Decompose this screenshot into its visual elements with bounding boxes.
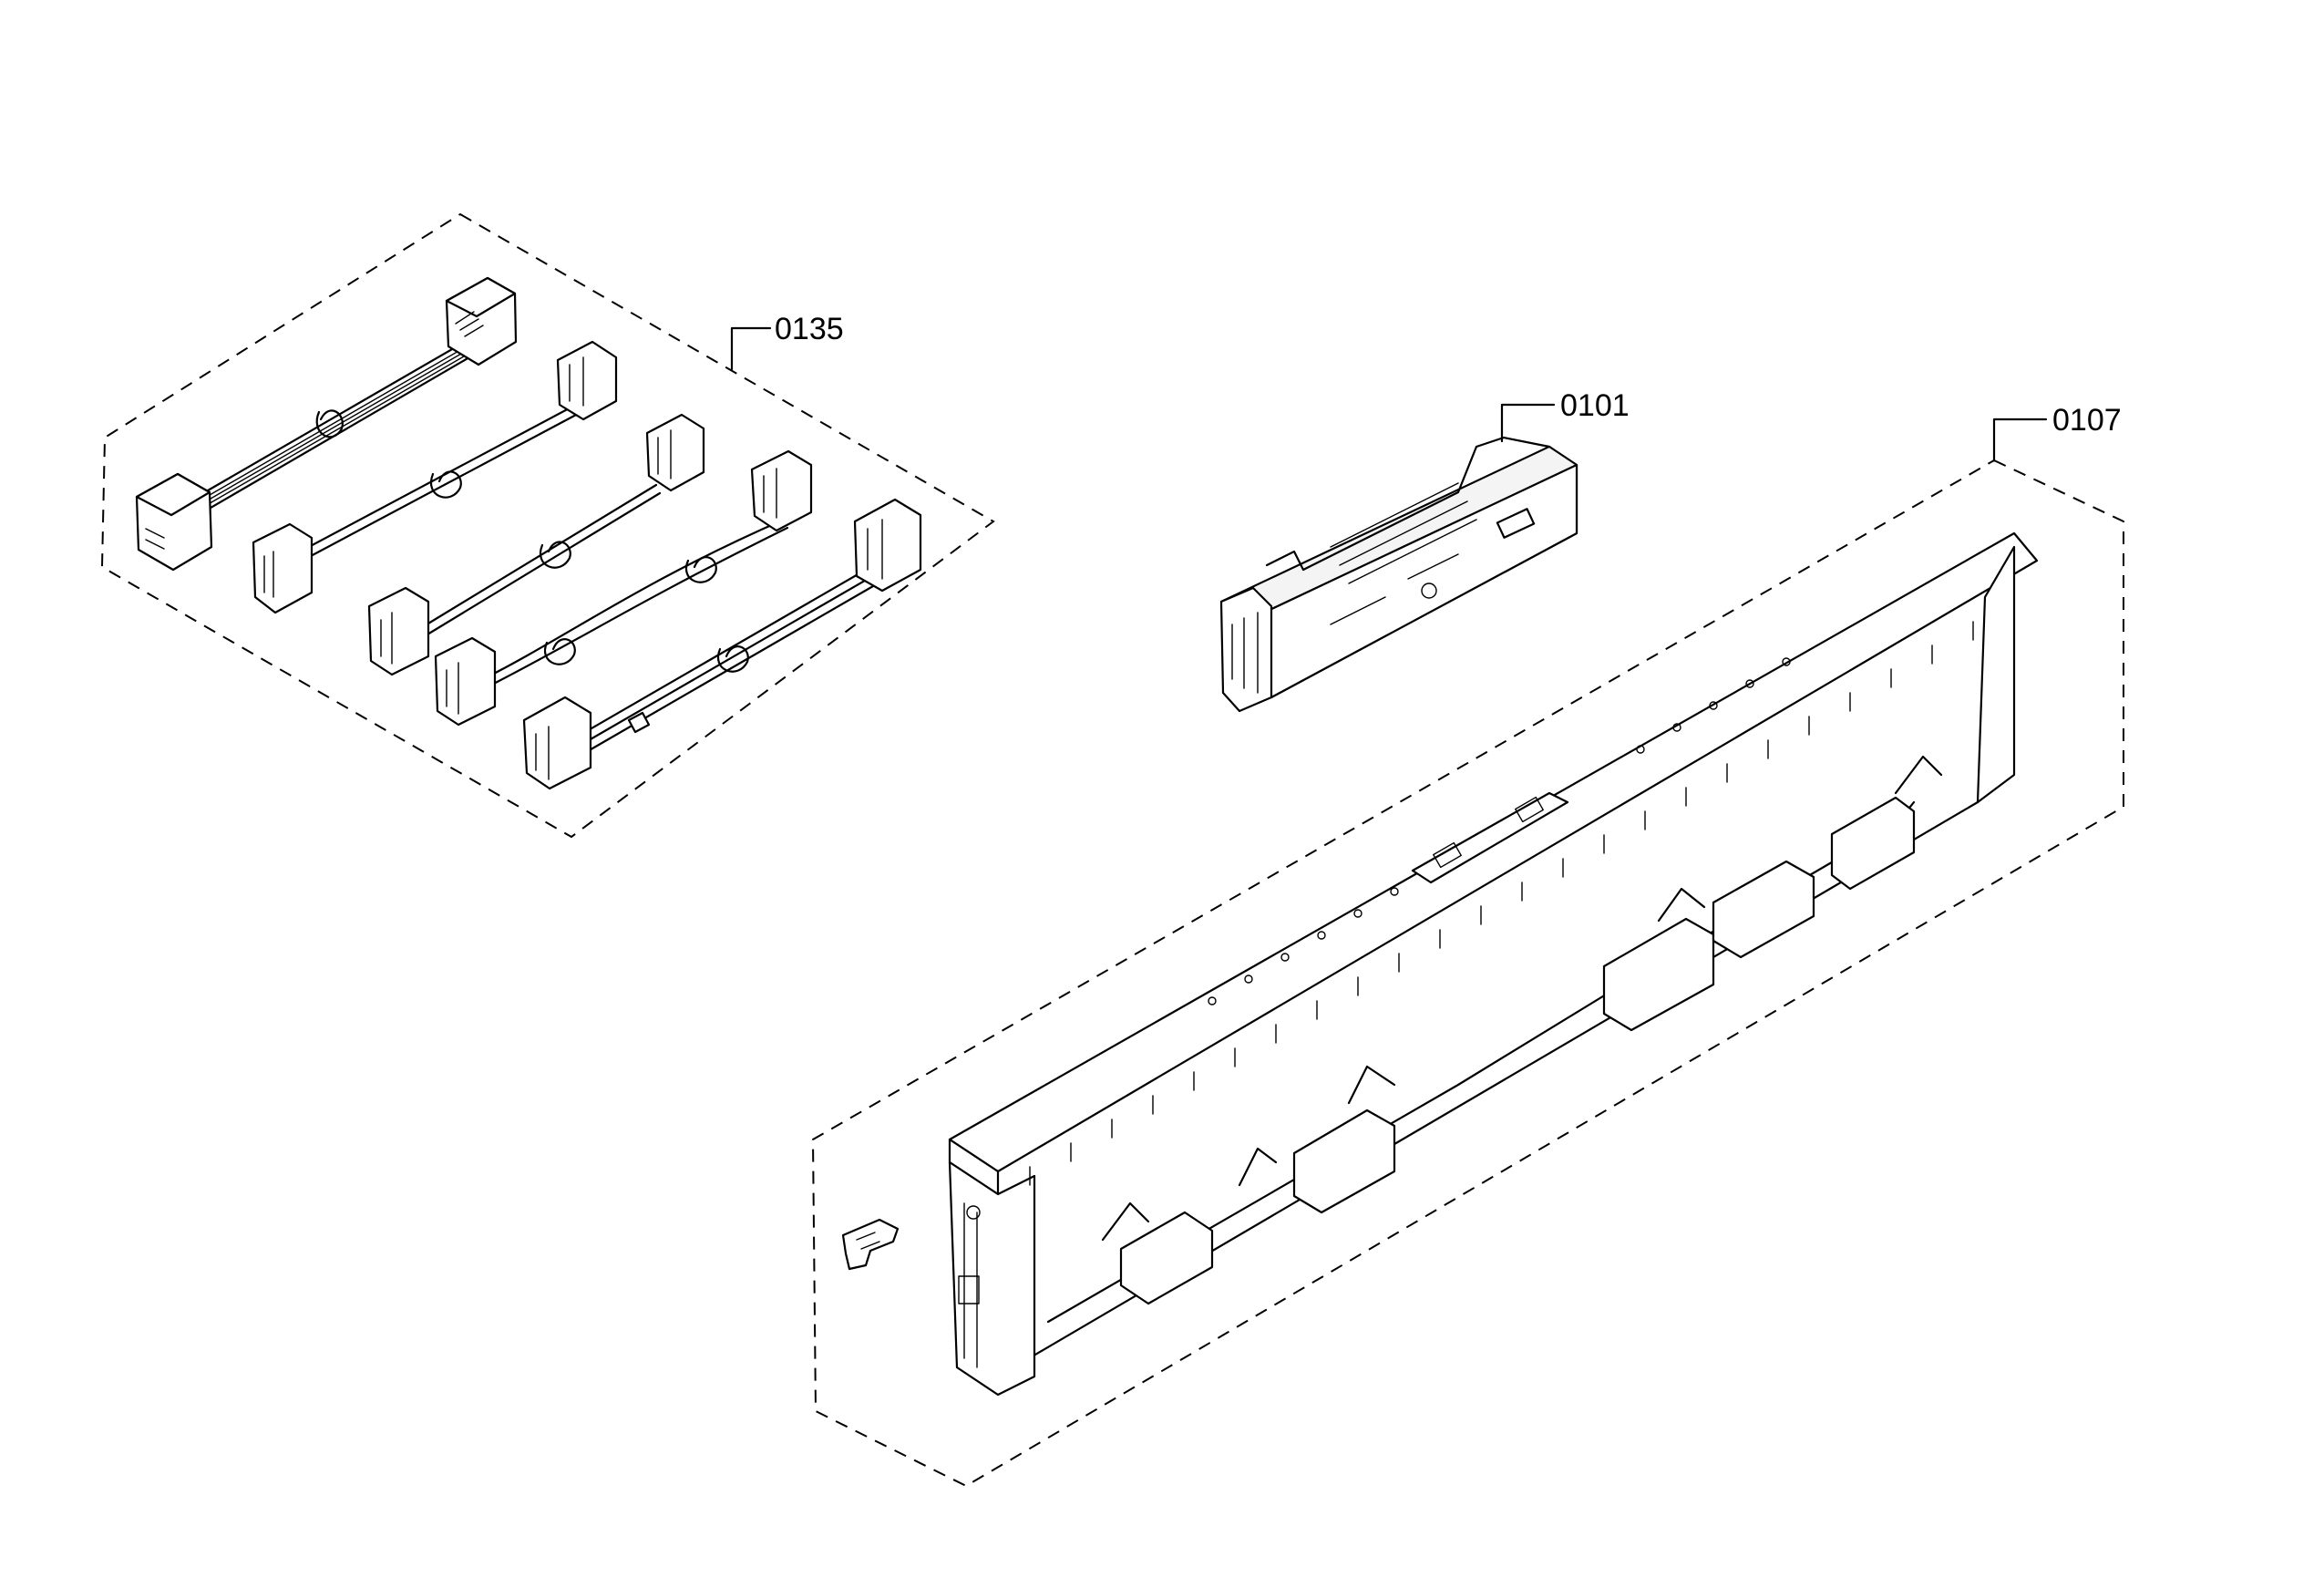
harness-four[interactable]	[434, 449, 813, 727]
callout-label-0101: 0101	[1560, 388, 1630, 423]
control-panel-group-boundary	[811, 459, 2124, 1488]
panel-clip[interactable]	[841, 1218, 900, 1271]
control-module[interactable]: 0101	[1219, 388, 1630, 713]
control-panel-facia[interactable]	[948, 531, 2039, 1397]
callout-leader-0107	[1992, 418, 2048, 462]
callout-leader-0135	[730, 326, 772, 371]
callout-label-0107: 0107	[2052, 403, 2122, 438]
harness-group-boundary	[100, 212, 995, 839]
harness-group: 0135	[100, 212, 995, 839]
harness-two[interactable]	[252, 340, 618, 614]
callout-leader-0101	[1500, 403, 1556, 443]
control-panel-group: 0107	[811, 403, 2124, 1488]
harness-three[interactable]	[367, 413, 705, 676]
callout-label-0135: 0135	[775, 312, 844, 346]
harness-ribbon[interactable]	[135, 276, 518, 572]
harness-five[interactable]	[522, 498, 922, 790]
